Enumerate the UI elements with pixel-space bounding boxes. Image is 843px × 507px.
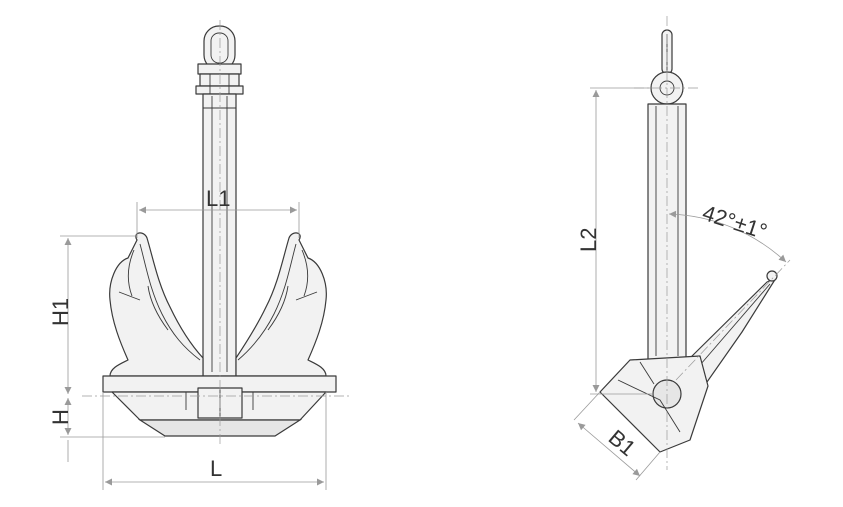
label-l2: L2 [576,228,601,252]
label-l1: L1 [206,186,230,211]
dimension-l1: L1 [136,186,300,238]
label-h1: H1 [48,298,73,326]
dimension-h: H [48,398,165,462]
label-h: H [48,409,73,425]
dimension-h1: H1 [48,235,137,394]
dimension-l: L [102,392,327,490]
shank [202,93,237,377]
right-fluke [235,232,327,377]
label-l: L [210,456,222,481]
label-b1: B1 [604,425,641,461]
anchor-side-view: L2 42°±1° B1 [573,16,791,481]
shackle [195,25,244,95]
label-angle: 42°±1° [699,200,770,244]
anchor-front-view: L1 H1 H L [48,20,350,490]
dimension-l2: L2 [576,87,653,395]
crown [102,375,337,437]
left-fluke [109,232,204,377]
